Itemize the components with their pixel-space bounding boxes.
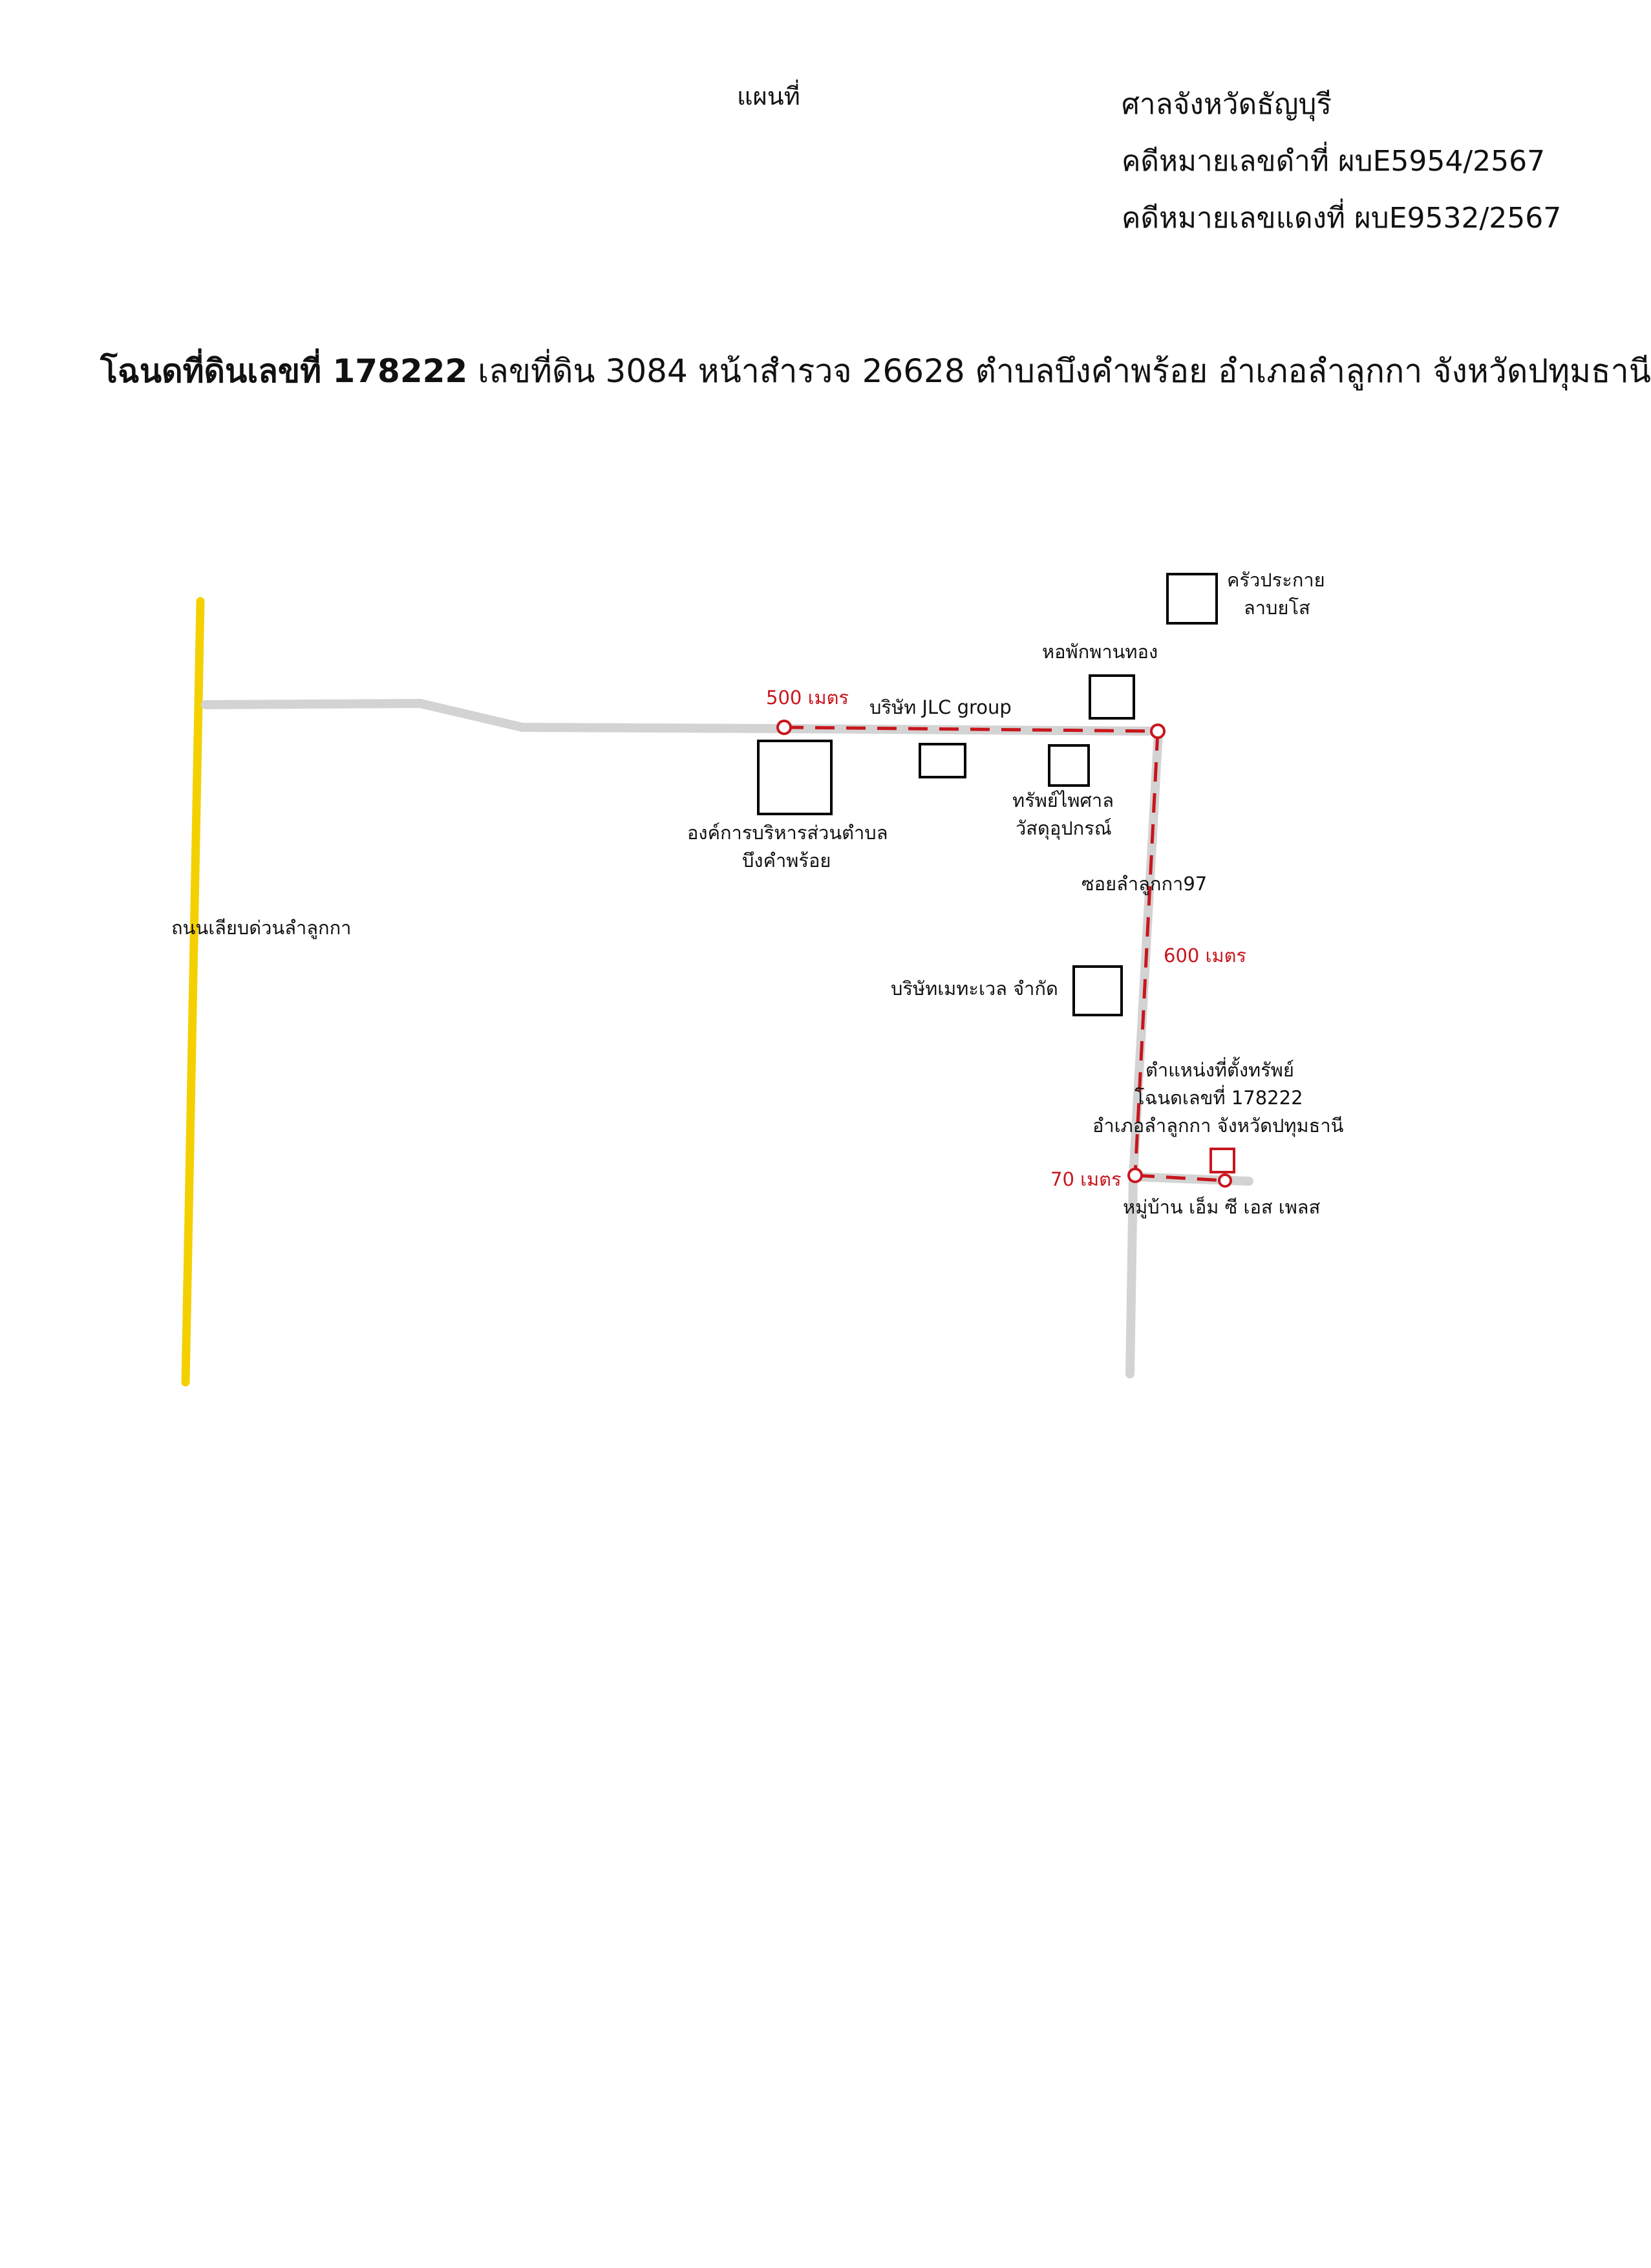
black-case-number: คดีหมายเลขดำที่ ผบE5954/2567 [1122,145,1546,178]
store-label-line1: ทรัพย์ไพศาล [1012,789,1114,811]
property-label-line3: อำเภอลำลูกกา จังหวัดปทุมธานี [1092,1115,1344,1137]
restaurant-label-line2: ลาบยโส [1244,597,1310,619]
property-label-line1: ตำแหน่งที่ตั้งทรัพย์ [1145,1056,1294,1081]
route-start-marker [776,720,792,735]
expressway-road [181,597,205,1387]
route-segment-600m [1133,731,1160,1176]
route-segment-500m [783,725,1158,733]
distance-600m-label: 600 เมตร [1164,945,1246,967]
dormitory-building [1089,674,1135,720]
metawel-building [1072,965,1123,1016]
property-label-line2: โฉนดเลขที่ 178222 [1134,1085,1303,1109]
village-label: หมู่บ้าน เอ็ม ซี เอส เพลส [1123,1195,1321,1219]
dormitory-label: หอพักพานทอง [1042,641,1158,663]
deed-number: โฉนดที่ดินเลขที่ 178222 [100,352,468,390]
route-end-marker [1218,1173,1232,1188]
restaurant-building [1166,573,1218,625]
metawel-label: บริษัทเมทะเวล จำกัด [891,978,1058,1000]
map-heading: แผนที่ [737,82,800,111]
route-segment-70m [1134,1173,1226,1182]
case-info-block: ศาลจังหวัดธัญบุรี คดีหมายเลขดำที่ ผบE595… [1122,76,1561,247]
route-turn-marker-1 [1150,723,1166,739]
jlc-building [919,743,966,778]
property-marker-square [1209,1148,1235,1173]
tao-label-line1: องค์การบริหารส่วนตำบล [687,822,888,844]
store-building [1048,744,1090,787]
jlc-label: บริษัท JLC group [869,696,1012,718]
tao-building [757,740,833,815]
red-case-number: คดีหมายเลขแดงที่ ผบE9532/2567 [1122,202,1562,235]
store-label-line2: วัสดุอุปกรณ์ [1016,817,1112,840]
deed-title: โฉนดที่ดินเลขที่ 178222 เลขที่ดิน 3084 ห… [100,346,1651,397]
distance-70m-label: 70 เมตร [1050,1168,1122,1190]
route-turn-marker-2 [1127,1168,1143,1183]
soi-label: ซอยลำลูกกา97 [1081,873,1207,895]
restaurant-label-line1: ครัวประกาย [1227,569,1325,591]
expressway-label: ถนนเลียบด่วนลำลูกกา [171,917,351,939]
main-road [201,699,785,733]
distance-500m-label: 500 เมตร [766,687,849,709]
tao-label-line2: บึงคำพร้อย [742,850,831,872]
deed-details: เลขที่ดิน 3084 หน้าสำรวจ 26628 ตำบลบึงคำ… [467,352,1651,390]
location-map: ถนนเลียบด่วนลำลูกกา ครัวประกาย ลาบยโส หอ… [171,569,1344,1387]
court-name: ศาลจังหวัดธัญบุรี [1122,88,1332,121]
